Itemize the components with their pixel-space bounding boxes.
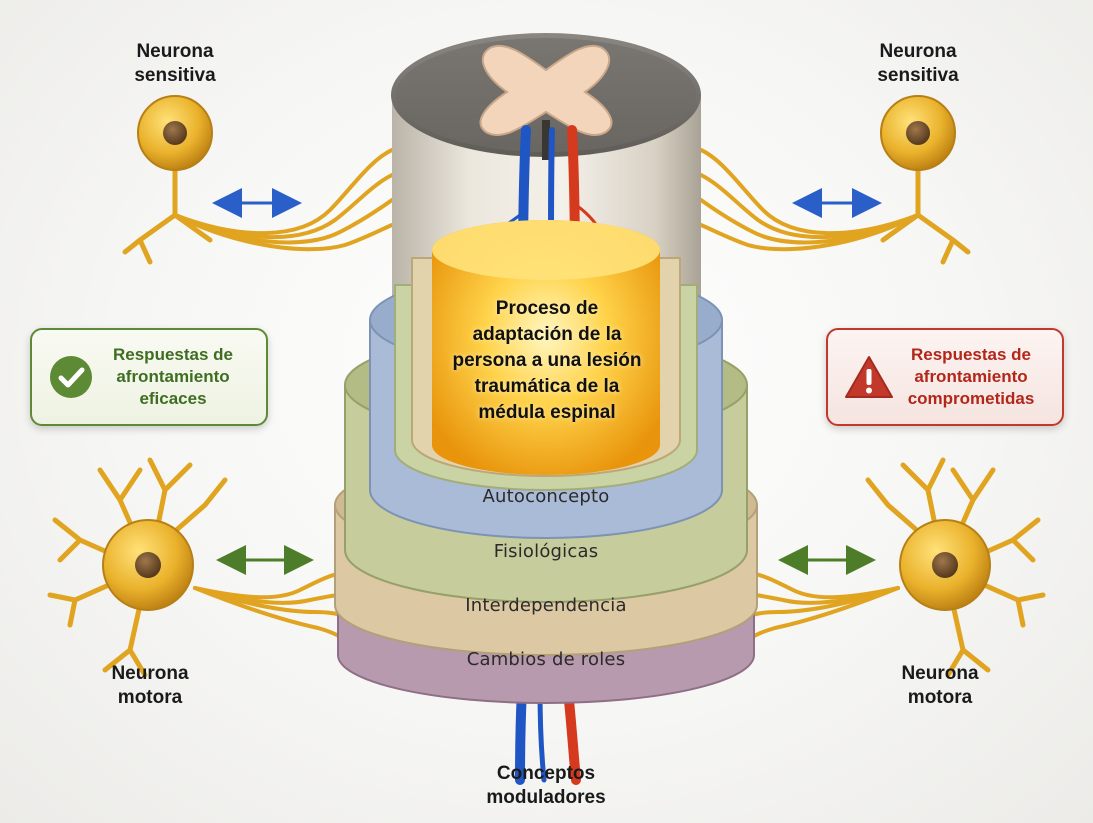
- label-conceptos-moduladores: Conceptos moduladores: [486, 763, 606, 808]
- modulating-rings: [334, 220, 758, 704]
- sensory-neuron-right: [880, 95, 971, 265]
- warning-triangle-icon: [844, 354, 894, 400]
- motor-neuron-right: [865, 457, 1046, 678]
- label-sensory-neuron-left: Neurona sensitiva: [134, 41, 216, 86]
- ring-label-cambios-de-roles: Cambios de roles: [466, 649, 626, 670]
- compromised-responses-box: Respuestas de afrontamiento comprometida…: [826, 328, 1064, 426]
- ring-label-autoconcepto: Autoconcepto: [482, 486, 610, 507]
- check-circle-icon: [48, 354, 94, 400]
- ring-label-interdependencia: Interdependencia: [465, 595, 627, 616]
- center-process-label: Proceso de adaptación de la persona a un…: [452, 298, 642, 423]
- nerve-fibers: [173, 148, 920, 642]
- ring-label-fisiologicas: Fisiológicas: [493, 541, 599, 562]
- label-sensory-neuron-right: Neurona sensitiva: [877, 41, 959, 86]
- label-motor-neuron-left: Neurona motora: [111, 663, 189, 708]
- effective-responses-box: Respuestas de afrontamiento eficaces: [30, 328, 268, 426]
- compromised-responses-text: Respuestas de afrontamiento comprometida…: [907, 345, 1035, 408]
- effective-responses-text: Respuestas de afrontamiento eficaces: [113, 345, 233, 408]
- label-motor-neuron-right: Neurona motora: [901, 663, 979, 708]
- arrows: [212, 188, 882, 575]
- motor-neuron-left: [47, 457, 228, 678]
- sensory-neuron-left: [122, 95, 213, 265]
